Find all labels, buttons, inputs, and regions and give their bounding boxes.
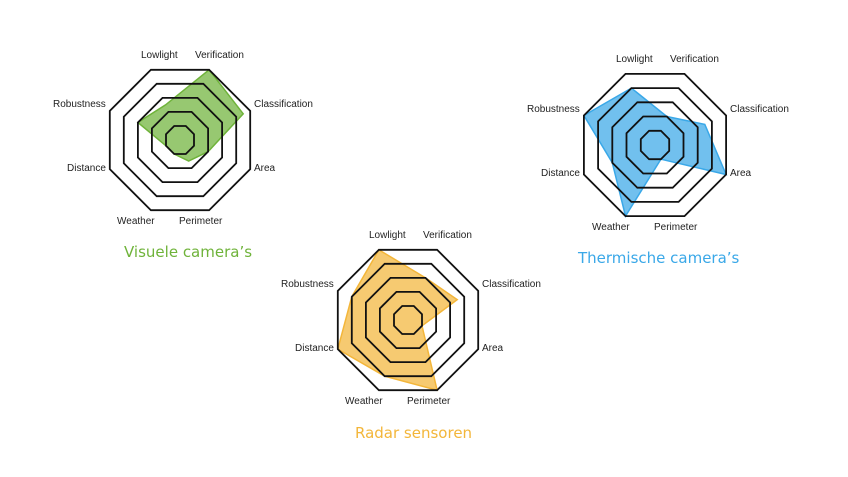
radar-axis-label-visual-classification: Classification [254, 99, 313, 110]
chart-title-radar: Radar sensoren [355, 424, 473, 442]
radar-axis-label-visual-verification: Verification [195, 50, 244, 61]
radar-grid-ring-visual-1 [165, 125, 195, 155]
radar-grid-ring-visual-2 [150, 111, 210, 170]
radar-axis-label-visual-weather: Weather [117, 216, 155, 227]
radar-chart-visual [108, 68, 252, 212]
radar-grid-ring-thermal-5 [583, 73, 727, 218]
radar-grid-ring-thermal-1 [639, 129, 671, 161]
radar-grid-ring-radar-5 [336, 248, 480, 392]
radar-grid-ring-radar-1 [393, 305, 423, 335]
radar-axis-label-thermal-classification: Classification [730, 104, 789, 115]
radar-axis-label-radar-classification: Classification [482, 279, 541, 290]
chart-title-thermal: Thermische camera’s [578, 249, 740, 267]
radar-grid-ring-thermal-4 [597, 87, 713, 203]
radar-axis-label-thermal-area: Area [730, 168, 752, 179]
radar-axis-label-radar-weather: Weather [345, 396, 383, 407]
radar-grid-ring-visual-3 [136, 97, 224, 184]
radar-chart-thermal [582, 73, 728, 219]
radar-grid-ring-visual-4 [122, 82, 238, 198]
radar-chart-radar [336, 248, 480, 392]
radar-axis-label-visual-perimeter: Perimeter [179, 216, 223, 227]
radar-axis-label-visual-area: Area [254, 163, 276, 174]
radar-axis-label-thermal-verification: Verification [670, 54, 719, 65]
radar-grid-ring-thermal-3 [611, 101, 699, 189]
radar-axis-label-radar-verification: Verification [423, 230, 472, 241]
radar-axis-label-thermal-perimeter: Perimeter [654, 222, 698, 233]
radar-axis-label-thermal-weather: Weather [592, 222, 630, 233]
radar-grid-ring-thermal-2 [625, 115, 685, 175]
radar-grid-ring-visual-5 [108, 68, 252, 212]
radar-axis-label-thermal-robustness: Robustness [527, 104, 580, 115]
radar-axis-label-radar-perimeter: Perimeter [407, 396, 451, 407]
radar-axis-label-visual-lowlight: Lowlight [141, 50, 178, 61]
chart-title-visual: Visuele camera’s [124, 243, 253, 261]
radar-axis-label-radar-area: Area [482, 343, 504, 354]
radar-axis-label-radar-robustness: Robustness [281, 279, 334, 290]
radar-grid-ring-radar-3 [364, 276, 452, 364]
radar-axis-label-radar-distance: Distance [295, 343, 334, 354]
radar-axis-label-visual-robustness: Robustness [53, 99, 106, 110]
radar-grid-ring-radar-2 [378, 290, 438, 350]
radar-axis-label-visual-distance: Distance [67, 163, 106, 174]
radar-axis-label-radar-lowlight: Lowlight [369, 230, 406, 241]
radar-axis-label-thermal-lowlight: Lowlight [616, 54, 653, 65]
radar-axis-label-thermal-distance: Distance [541, 168, 580, 179]
radar-grid-ring-radar-4 [350, 262, 466, 378]
